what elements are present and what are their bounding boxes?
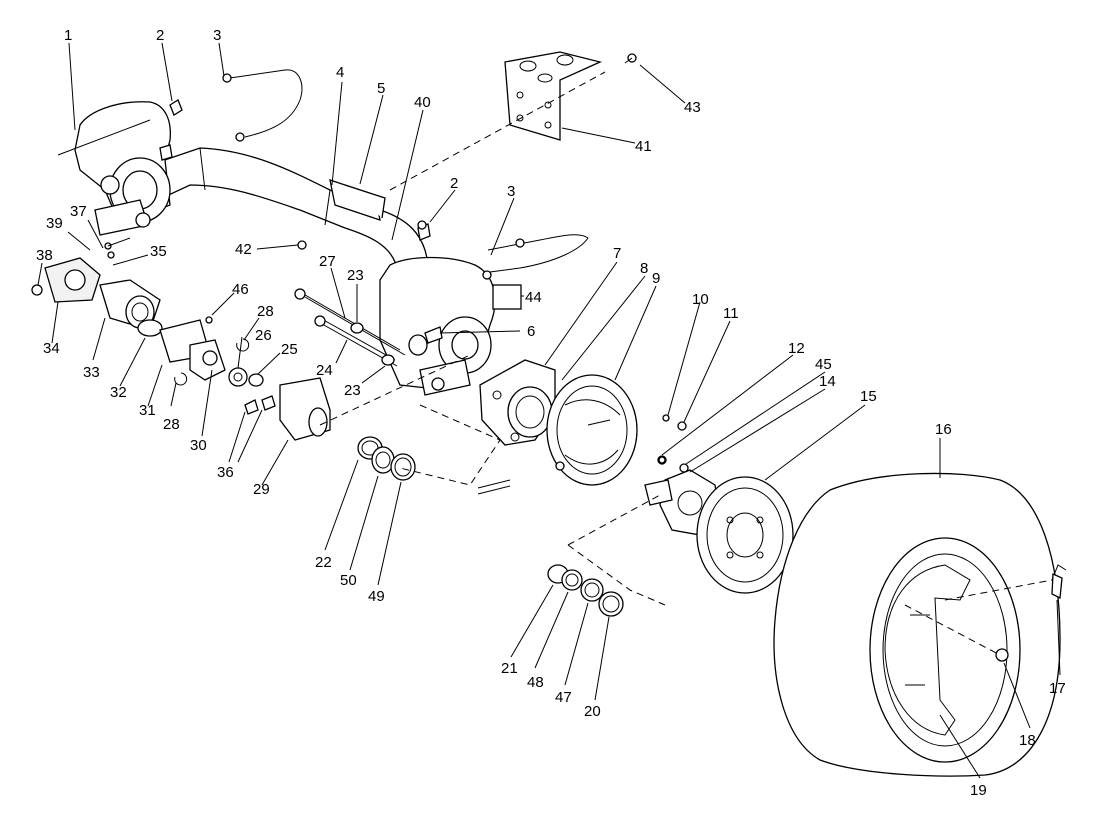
axle-hub-housing [479, 359, 556, 446]
callout-39: 39 [46, 215, 63, 232]
callout-14: 14 [819, 373, 836, 390]
callout-32: 32 [110, 384, 127, 401]
hub-fasteners [624, 53, 689, 473]
callout-8: 8 [640, 260, 648, 277]
callout-10: 10 [692, 291, 709, 308]
callout-5: 5 [377, 80, 385, 97]
tire-and-wheel [773, 472, 1067, 777]
callout-26: 26 [255, 327, 272, 344]
callout-21: 21 [501, 660, 518, 677]
callout-23-lower: 23 [344, 382, 361, 399]
callout-35: 35 [150, 243, 167, 260]
callout-43: 43 [684, 99, 701, 116]
frame-brackets [329, 179, 386, 221]
callout-31: 31 [139, 402, 156, 419]
callout-18: 18 [1019, 732, 1036, 749]
callout-2: 2 [156, 27, 164, 44]
callout-3: 3 [213, 27, 221, 44]
clip-2b [417, 220, 427, 230]
callout-1: 1 [64, 27, 72, 44]
callout-22: 22 [315, 554, 332, 571]
brake-drum [696, 476, 794, 594]
callout-48: 48 [527, 674, 544, 691]
brake-backing-plate [477, 374, 638, 495]
callout-40: 40 [414, 94, 431, 111]
callout-37: 37 [70, 203, 87, 220]
callout-16: 16 [935, 421, 952, 438]
leader-lines [37, 42, 1061, 779]
callout-12: 12 [788, 340, 805, 357]
callout-42: 42 [235, 241, 252, 258]
callout-labels: 1 2 3 4 5 40 2 3 43 41 37 39 35 38 34 33… [36, 27, 1066, 799]
mounting-bolts [294, 288, 443, 367]
callout-46: 46 [232, 281, 249, 298]
callout-33: 33 [83, 364, 100, 381]
callout-30: 30 [190, 437, 207, 454]
callout-2-right: 2 [450, 175, 458, 192]
brake-cable-left [159, 69, 303, 161]
callout-34: 34 [43, 340, 60, 357]
drive-shaft [31, 251, 226, 381]
callout-4: 4 [336, 64, 344, 81]
callout-29: 29 [253, 481, 270, 498]
callout-49: 49 [368, 588, 385, 605]
callout-11: 11 [723, 305, 739, 322]
callout-25: 25 [281, 341, 298, 358]
callout-9: 9 [652, 270, 660, 287]
callout-7: 7 [613, 245, 621, 262]
differential-housing [244, 377, 331, 441]
callout-15: 15 [860, 388, 877, 405]
callout-27: 27 [319, 253, 336, 270]
callout-47: 47 [555, 689, 572, 706]
decal [492, 284, 522, 310]
mounting-bracket [504, 51, 602, 141]
callout-23: 23 [347, 267, 364, 284]
left-axle-bracket [57, 101, 171, 236]
bolt-37-shank [107, 237, 131, 247]
callout-41: 41 [635, 138, 652, 155]
nut-42 [297, 240, 307, 250]
callout-44: 44 [525, 289, 542, 306]
alignment-lines [319, 71, 1053, 656]
callout-17: 17 [1049, 680, 1066, 697]
callout-19: 19 [970, 782, 987, 799]
callout-24: 24 [316, 362, 333, 379]
callout-3-right: 3 [507, 183, 515, 200]
callout-6: 6 [527, 323, 535, 340]
callout-36: 36 [217, 464, 234, 481]
callout-28-upper: 28 [257, 303, 274, 320]
callout-20: 20 [584, 703, 601, 720]
right-axle-bracket [379, 256, 496, 396]
callout-28: 28 [163, 416, 180, 433]
bearing-rings-outer [547, 564, 624, 617]
axle-frame [149, 147, 431, 286]
bearing-rings-inner [357, 436, 416, 481]
small-hardware [174, 316, 264, 387]
callout-45: 45 [815, 356, 832, 373]
callout-38: 38 [36, 247, 53, 264]
callout-50: 50 [340, 572, 357, 589]
